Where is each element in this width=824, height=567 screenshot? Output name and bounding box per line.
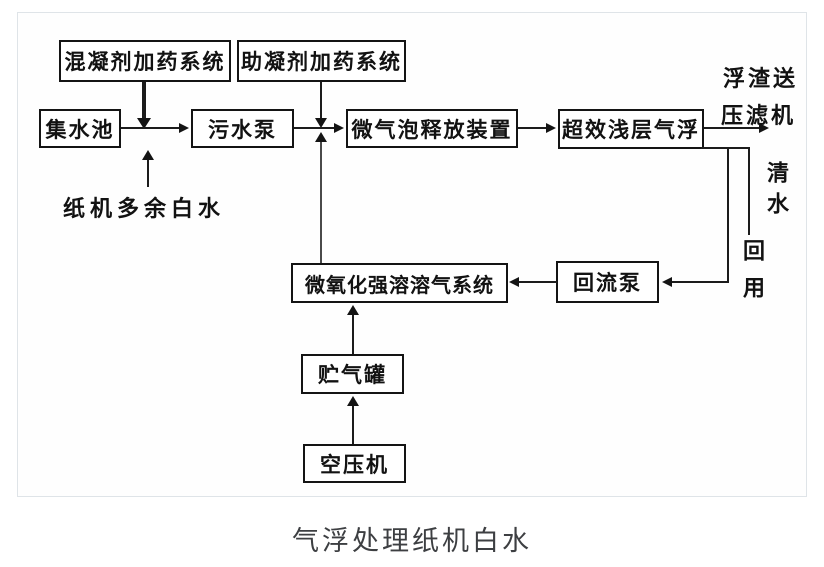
flow-line <box>518 127 547 129</box>
flow-line <box>519 281 557 283</box>
flow-arrowhead <box>315 118 327 128</box>
node-sewage-pump: 污水泵 <box>191 109 294 148</box>
flow-arrowhead <box>315 132 327 142</box>
node-label: 贮气罐 <box>318 364 387 387</box>
flow-arrowhead <box>509 277 519 287</box>
node-label: 微氧化强溶溶气系统 <box>305 274 494 297</box>
node-label: 助凝剂加药系统 <box>241 51 402 74</box>
node-label: 空压机 <box>320 453 389 477</box>
flow-line <box>352 314 354 354</box>
flow-diagram-panel: 混凝剂加药系统 助凝剂加药系统 集水池 污水泵 微气泡释放装置 超效浅层气浮 微… <box>17 12 807 497</box>
label-clean-water: 清水 <box>764 161 789 223</box>
node-dissolved-air-system: 微氧化强溶溶气系统 <box>291 263 508 303</box>
flow-line <box>704 127 760 129</box>
node-shallow-air-flotation: 超效浅层气浮 <box>558 109 704 149</box>
figure-caption: 气浮处理纸机白水 <box>292 526 532 556</box>
node-microbubble-release: 微气泡释放装置 <box>346 109 518 148</box>
node-collection-tank: 集水池 <box>39 109 121 148</box>
label-scum-line1: 浮渣送 <box>723 66 799 91</box>
flow-arrowhead <box>179 123 189 133</box>
node-coagulant-dosing: 混凝剂加药系统 <box>59 40 231 82</box>
flow-line <box>671 281 729 283</box>
flow-line <box>727 147 729 283</box>
flow-arrowhead <box>546 123 556 133</box>
flow-line <box>142 82 146 119</box>
flow-arrowhead <box>137 118 151 129</box>
flow-line <box>147 160 149 187</box>
flow-line <box>320 142 322 263</box>
node-air-storage-tank: 贮气罐 <box>301 354 404 394</box>
node-flocculant-aid-dosing: 助凝剂加药系统 <box>237 40 406 82</box>
flow-line <box>352 405 354 444</box>
flow-arrowhead <box>334 123 344 133</box>
flow-line <box>748 147 750 235</box>
node-label: 超效浅层气浮 <box>562 119 700 142</box>
node-label: 集水池 <box>45 118 115 142</box>
label-scum-line2: 压滤机 <box>721 103 797 128</box>
flow-arrowhead <box>759 123 769 133</box>
flow-line <box>121 127 181 129</box>
flow-arrowhead <box>347 396 359 406</box>
flow-arrowhead <box>142 150 154 160</box>
label-reuse: 回用 <box>740 239 765 313</box>
flow-line <box>320 82 322 119</box>
node-label: 污水泵 <box>208 118 277 142</box>
label-excess-white-water: 纸机多余白水 <box>63 196 226 221</box>
node-air-compressor: 空压机 <box>303 444 406 483</box>
flow-line <box>701 147 750 149</box>
flow-arrowhead <box>662 277 672 287</box>
flow-arrowhead <box>347 305 359 315</box>
node-label: 混凝剂加药系统 <box>64 51 226 74</box>
flow-line <box>294 127 335 129</box>
node-label: 回流泵 <box>573 272 642 295</box>
node-label: 微气泡释放装置 <box>351 118 513 142</box>
node-return-pump: 回流泵 <box>556 261 659 303</box>
